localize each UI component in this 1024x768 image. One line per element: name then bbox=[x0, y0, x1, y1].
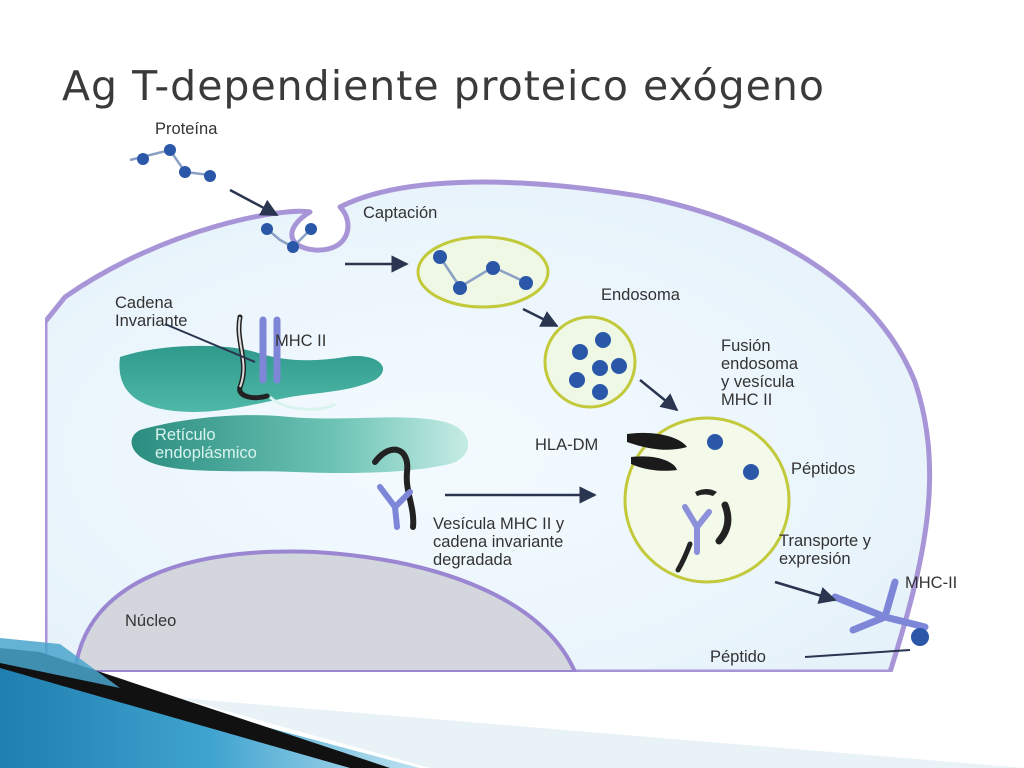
diagram-artwork bbox=[45, 112, 975, 672]
label-mhc-ii-surface: MHC-II bbox=[905, 574, 958, 592]
antigen-processing-diagram: Proteína Captación Endosoma Cadena Invar… bbox=[45, 112, 975, 672]
label-peptidos: Péptidos bbox=[791, 460, 856, 478]
label-reticulo: Retículo endoplásmico bbox=[155, 426, 257, 462]
slide-title: Ag T-dependiente proteico exógeno bbox=[62, 62, 825, 110]
mhc-ii-vesicle-left bbox=[377, 484, 413, 530]
label-nucleo: Núcleo bbox=[125, 612, 177, 630]
label-vesicula: Vesícula MHC II y cadena invariante degr… bbox=[433, 515, 565, 569]
protein-chain-outside bbox=[129, 148, 211, 177]
invariant-chain-2 bbox=[372, 446, 417, 530]
mhc-ii-er bbox=[259, 316, 281, 384]
reticulum-lower bbox=[131, 415, 469, 474]
mhc-ii-in-vesicle bbox=[682, 504, 712, 555]
label-cadena-invariante: Cadena Invariante bbox=[115, 294, 188, 330]
label-mhc-ii: MHC II bbox=[275, 332, 327, 350]
label-transporte: Transporte y expresión bbox=[779, 532, 872, 568]
label-hla-dm: HLA-DM bbox=[535, 436, 599, 454]
fusion-vesicle bbox=[623, 416, 791, 584]
label-captacion: Captación bbox=[363, 204, 438, 222]
endosome bbox=[543, 315, 637, 409]
label-fusion: Fusión endosoma y vesícula MHC II bbox=[721, 337, 799, 409]
label-proteina: Proteína bbox=[155, 120, 218, 138]
surface-peptide bbox=[911, 628, 929, 646]
protein-chain-invagination bbox=[266, 228, 311, 249]
slide-footer-decoration bbox=[0, 638, 1024, 768]
mhc-ii-surface bbox=[831, 578, 929, 634]
label-endosoma: Endosoma bbox=[601, 286, 680, 304]
reticulum-upper bbox=[119, 345, 384, 412]
nucleus bbox=[72, 549, 578, 672]
label-peptido: Péptido bbox=[710, 648, 766, 666]
hla-dm-shape bbox=[627, 432, 687, 450]
